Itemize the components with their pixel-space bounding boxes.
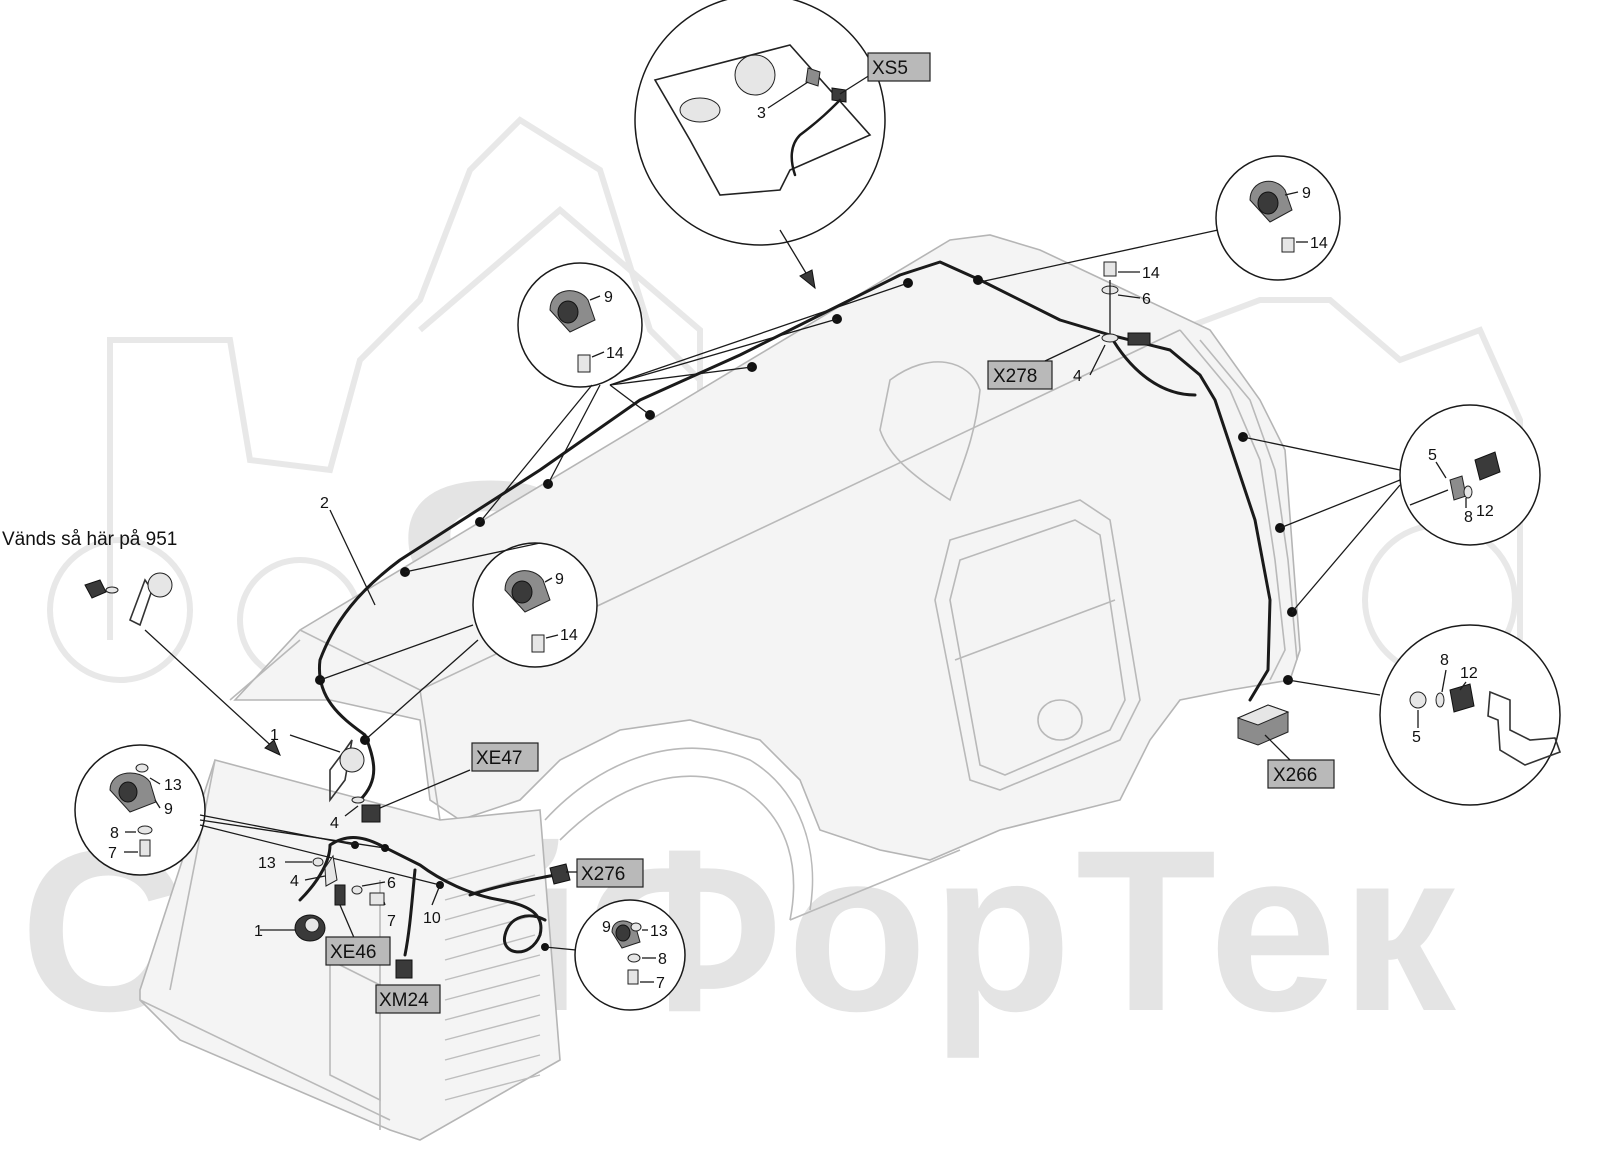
harness-low-label-10: 10 <box>423 910 441 927</box>
left-clip-7: 7 <box>108 845 117 862</box>
right-lower-12: 12 <box>1460 665 1478 682</box>
tag-xe47-text: XE47 <box>476 748 522 769</box>
tag-xm24-text: XM24 <box>379 990 429 1011</box>
mid-left-clip-9: 9 <box>555 571 564 588</box>
lamp-upper-label-4: 4 <box>330 815 339 832</box>
side-window-inner <box>949 519 1126 776</box>
lamp-upper-label-1: 1 <box>270 727 279 744</box>
tag-x266: X266 <box>1264 734 1335 789</box>
lamp-lower-label-13: 13 <box>258 855 276 872</box>
tag-x278: X278 <box>987 334 1101 390</box>
x276-plug <box>549 863 571 885</box>
upper-lamp-assembly: 1 4 2 <box>270 495 471 832</box>
tag-xm24: XM24 <box>375 984 441 1014</box>
right-upper-callout: 5 8 12 <box>1242 404 1541 613</box>
wheel-arch <box>544 747 814 911</box>
lamp-lower-label-6: 6 <box>387 875 396 892</box>
x266-connector-box <box>1236 704 1290 746</box>
harness-x278-branch <box>1108 333 1197 397</box>
xm24-plug <box>395 959 413 979</box>
left-clip-13: 13 <box>164 777 182 794</box>
xs5-callout-3: 3 <box>757 105 766 122</box>
mid-left-clip-14: 14 <box>560 627 578 644</box>
tag-x276-text: X276 <box>581 864 625 885</box>
xe47-plug <box>361 804 381 823</box>
right-lower-5: 5 <box>1412 729 1421 746</box>
top-right-clip-14: 14 <box>1310 235 1328 252</box>
tag-xs5: XS5 <box>867 52 931 82</box>
bottom-clip-13: 13 <box>650 923 668 940</box>
top-left-clip-14: 14 <box>606 345 624 362</box>
left-clip-callout: 13 9 8 7 <box>74 744 441 886</box>
harness-lower <box>298 836 547 954</box>
bottom-clip-9: 9 <box>602 919 611 936</box>
right-lower-8: 8 <box>1440 652 1449 669</box>
top-right-clip-9: 9 <box>1302 185 1311 202</box>
x278-mount-parts: 14 6 4 <box>1073 261 1160 385</box>
front-grille <box>444 854 541 1101</box>
tag-xs5-text: XS5 <box>872 58 908 79</box>
cab-roof <box>233 234 1301 861</box>
orientation-note-text: Vänds så här på 951 <box>2 529 177 550</box>
top-right-clip-callout: 9 14 <box>979 155 1341 283</box>
bottom-clip-callout: 9 13 8 7 <box>544 899 686 1011</box>
tag-x266-text: X266 <box>1273 765 1317 786</box>
top-left-clip-9: 9 <box>604 289 613 306</box>
window-latch <box>1037 699 1083 741</box>
right-lower-callout: 8 12 5 <box>1287 624 1562 806</box>
lamp-lower-label-1: 1 <box>254 923 263 940</box>
lamp-lower-label-7: 7 <box>387 913 396 930</box>
right-upper-12: 12 <box>1476 503 1494 520</box>
tag-xe46-text: XE46 <box>330 942 376 963</box>
x278-mount-14: 14 <box>1142 265 1160 282</box>
lamp-lower-label-4: 4 <box>290 873 299 890</box>
right-upper-8: 8 <box>1464 509 1473 526</box>
harness-x276-branch <box>468 873 557 897</box>
bottom-clip-7: 7 <box>656 975 665 992</box>
access-panel <box>329 958 381 1102</box>
tag-x276: X276 <box>576 858 644 888</box>
xs5-plug <box>831 87 847 103</box>
orientation-note: Vänds så här på 951 <box>2 529 281 756</box>
bottom-clip-8: 8 <box>658 951 667 968</box>
left-clip-9: 9 <box>164 801 173 818</box>
tag-x278-text: X278 <box>993 366 1037 387</box>
top-left-clip-callout: 9 14 <box>479 262 909 523</box>
mid-left-clip-callout: 9 14 <box>319 542 598 741</box>
x278-mount-4: 4 <box>1073 368 1082 385</box>
xs5-detail-callout: 3 <box>634 0 886 290</box>
roof-hatch <box>879 361 981 502</box>
connector-tags: XS5 X278 X266 XE47 XE46 X276 XM24 <box>325 52 1335 1014</box>
side-window-outer <box>934 499 1141 791</box>
tag-xe46: XE46 <box>325 936 391 966</box>
left-clip-8: 8 <box>110 825 119 842</box>
x278-mount-6: 6 <box>1142 291 1151 308</box>
lower-lamp-assembly: 1 13 4 6 7 10 <box>254 854 580 979</box>
harness-top-label-2: 2 <box>320 495 329 512</box>
right-upper-5: 5 <box>1428 447 1437 464</box>
tag-xe47: XE47 <box>471 742 539 772</box>
